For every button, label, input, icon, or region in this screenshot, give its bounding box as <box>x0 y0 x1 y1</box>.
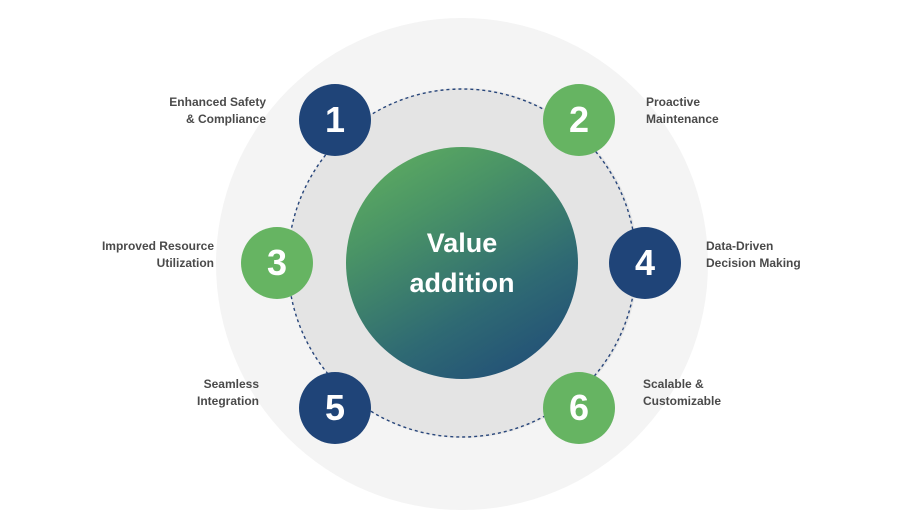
label-4: Data-Driven Decision Making <box>706 238 801 272</box>
node-3: 3 <box>241 227 313 299</box>
label-4-line2: Decision Making <box>706 256 801 270</box>
label-6: Scalable & Customizable <box>643 376 721 410</box>
center-title-line2: addition <box>409 268 515 298</box>
label-2: Proactive Maintenance <box>646 94 719 128</box>
label-4-line1: Data-Driven <box>706 239 774 253</box>
label-1: Enhanced Safety & Compliance <box>169 94 266 128</box>
node-5-number: 5 <box>324 387 346 428</box>
node-3-number: 3 <box>266 242 288 283</box>
node-4: 4 <box>609 227 681 299</box>
label-5-line1: Seamless <box>203 377 259 391</box>
node-2-number: 2 <box>568 99 590 140</box>
label-6-line1: Scalable & <box>643 377 704 391</box>
label-2-line1: Proactive <box>646 95 701 109</box>
center-title-line1: Value <box>426 228 498 258</box>
label-3-line2: Utilization <box>156 256 214 270</box>
center-circle: Value addition <box>346 147 578 379</box>
node-5: 5 <box>299 372 371 444</box>
label-2-line2: Maintenance <box>646 112 719 126</box>
label-1-line1: Enhanced Safety <box>169 95 266 109</box>
label-5: Seamless Integration <box>197 376 259 410</box>
label-3-line1: Improved Resource <box>101 239 214 253</box>
node-6: 6 <box>543 372 615 444</box>
node-4-number: 4 <box>634 242 656 283</box>
label-1-line2: & Compliance <box>185 112 266 126</box>
node-6-number: 6 <box>568 387 590 428</box>
label-5-line2: Integration <box>197 394 259 408</box>
label-6-line2: Customizable <box>643 394 722 408</box>
node-1-number: 1 <box>324 99 346 140</box>
label-3: Improved Resource Utilization <box>102 238 214 272</box>
node-1: 1 <box>299 84 371 156</box>
node-2: 2 <box>543 84 615 156</box>
